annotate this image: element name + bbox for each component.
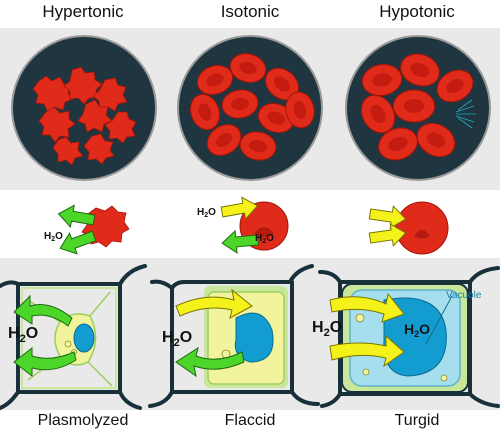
arrow-in-icon <box>175 288 253 319</box>
label-isotonic: Isotonic <box>220 2 280 21</box>
water-label-flaccid: H2O <box>162 329 192 349</box>
label-turgid: Turgid <box>394 412 440 429</box>
water-label-vacuole: H2O <box>404 321 430 339</box>
water-label-turgid: H2O <box>312 319 342 339</box>
rbc-hypotonic <box>367 201 449 255</box>
plant-cell-plasmolyzed: H2O <box>8 287 117 389</box>
label-hypotonic: Hypotonic <box>379 2 455 21</box>
label-flaccid: Flaccid <box>224 412 276 429</box>
water-label-middle: H2O <box>197 207 216 219</box>
vacuole-label: Vacuole <box>446 290 482 301</box>
vacuole-pointer <box>425 295 453 345</box>
plant-cell-turgid: H2O H2O Vacuole <box>312 283 482 393</box>
crenated-cells <box>32 66 137 166</box>
dish-hypertonic <box>11 35 157 181</box>
water-label-inside: H2O <box>255 233 274 245</box>
dish-isotonic <box>177 35 323 181</box>
label-plasmolyzed: Plasmolyzed <box>37 412 129 429</box>
dish-hypotonic <box>345 35 491 181</box>
water-label-plasmolyzed: H2O <box>8 325 38 345</box>
plant-cell-flaccid: H2O <box>162 286 288 388</box>
arrow-in-icon <box>329 292 405 368</box>
rbc-isotonic: H2O H2O <box>197 194 289 255</box>
arrow-out-icon <box>175 346 245 378</box>
rbc-hypertonic: H2O <box>44 202 130 260</box>
cell-walls <box>0 264 500 410</box>
arrow-out-icon <box>13 294 77 378</box>
burst-cell <box>455 99 476 129</box>
water-label-top-left: H2O <box>44 231 63 243</box>
label-hypertonic: Hypertonic <box>42 2 124 21</box>
